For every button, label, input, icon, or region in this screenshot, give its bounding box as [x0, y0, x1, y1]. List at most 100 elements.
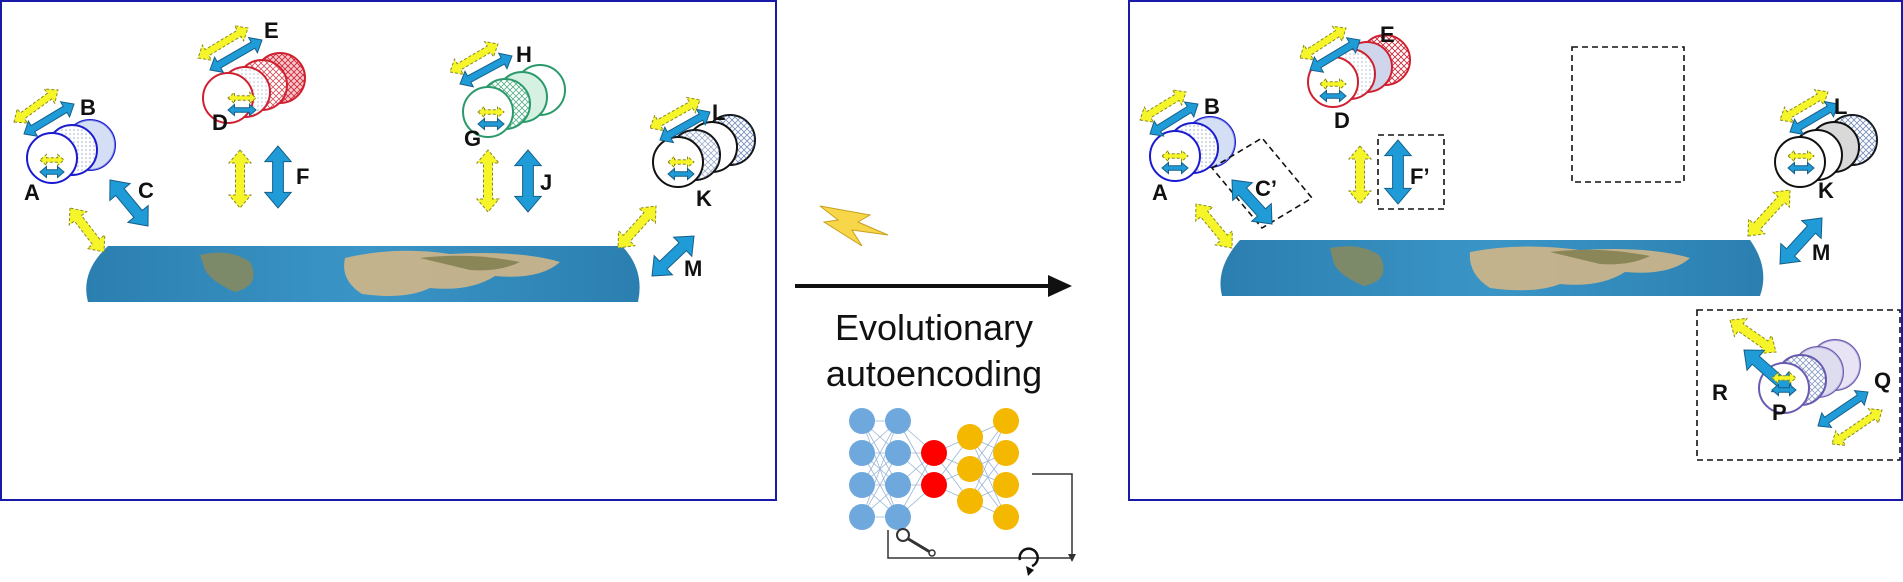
label-m: M: [684, 256, 702, 281]
network-node: [849, 504, 875, 530]
refresh-icon: [1018, 547, 1039, 576]
yellow-arrow-e: [1299, 25, 1347, 61]
yellow-arrow-f-prime: [1347, 145, 1373, 205]
blue-arrow-b: [23, 101, 75, 137]
yellow-arrow-earth-k: [617, 205, 657, 249]
blue-arrow-k-mini: [667, 167, 695, 181]
yellow-arrow-g-mini: [477, 105, 505, 119]
blue-arrow-k-mini: [1787, 161, 1815, 175]
blue-arrow-l: [1789, 100, 1839, 136]
autoencoder-network: [849, 408, 1019, 530]
label-g: G: [464, 126, 481, 151]
network-node: [885, 408, 911, 434]
yellow-arrow-earth-a: [68, 207, 106, 253]
yellow-arrow-h: [449, 40, 499, 76]
yellow-arrow-f: [227, 149, 253, 209]
network-node: [957, 456, 983, 482]
yellow-arrow-a-mini: [39, 153, 65, 167]
earth-strip-right: [1220, 240, 1764, 296]
label-j: J: [540, 170, 552, 195]
blue-arrow-h: [459, 52, 513, 88]
label-f: F: [296, 164, 309, 189]
yellow-arrow-j: [475, 149, 501, 213]
yellow-arrow-l: [1779, 88, 1829, 124]
wrench-icon: [896, 528, 936, 557]
blue-arrow-p-mini: [1771, 383, 1797, 397]
dashed-box-f-prime: [1377, 134, 1445, 210]
label-e-right: E: [1380, 22, 1395, 47]
right-arrows: [1139, 25, 1883, 447]
earth-strip-left: [86, 246, 640, 302]
label-k: K: [696, 186, 712, 211]
yellow-arrow-d-mini: [227, 91, 257, 105]
label-p: P: [1772, 400, 1787, 425]
label-r: R: [1712, 380, 1728, 405]
yellow-arrow-k-mini: [667, 155, 695, 169]
yellow-arrow-earth-k: [1747, 189, 1791, 237]
blue-arrow-d-mini: [227, 103, 257, 117]
network-node: [849, 472, 875, 498]
network-connection: [969, 420, 1007, 502]
label-c: C: [138, 178, 154, 203]
blue-arrow-g-mini: [477, 117, 505, 131]
yellow-arrow-l: [649, 96, 701, 132]
blue-arrow-b: [1149, 101, 1199, 137]
blue-arrow-c: [109, 179, 149, 227]
label-b-right: B: [1204, 94, 1220, 119]
network-node: [885, 440, 911, 466]
network-node: [993, 408, 1019, 434]
feedback-loop-line: [887, 473, 1073, 559]
label-a: A: [24, 180, 40, 205]
blue-arrow-j: [513, 149, 543, 213]
network-node: [993, 472, 1019, 498]
label-b: B: [80, 95, 96, 120]
yellow-arrow-p-mini: [1771, 371, 1797, 385]
instrument-stack-de: [202, 52, 306, 124]
network-node: [885, 472, 911, 498]
yellow-arrow-a-mini: [1161, 149, 1189, 163]
label-l: L: [712, 100, 725, 125]
dashed-box-c-prime: [1210, 136, 1314, 230]
network-node: [957, 488, 983, 514]
blue-arrow-f: [263, 145, 293, 209]
yellow-arrow-e: [197, 25, 249, 61]
label-f-prime: F’: [1410, 164, 1430, 189]
blue-arrow-e: [1309, 37, 1361, 73]
network-node: [993, 440, 1019, 466]
blue-arrow-m: [651, 235, 695, 277]
yellow-arrow-d-mini: [1319, 77, 1347, 91]
transition-section: Evolutionary autoencoding: [795, 205, 1076, 576]
network-node: [849, 440, 875, 466]
yellow-arrow-b: [13, 88, 59, 124]
dashed-box-new-instrument: [1696, 309, 1901, 461]
blue-arrow-c-prime: [1231, 179, 1273, 225]
blue-arrow-q: [1817, 389, 1869, 429]
blue-arrow-l: [659, 108, 711, 144]
caption-line-2: autoencoding: [826, 353, 1042, 394]
yellow-arrow-k-mini: [1787, 149, 1815, 163]
yellow-arrow-earth-a: [1195, 203, 1233, 249]
label-d-right: D: [1334, 108, 1350, 133]
left-arrows: [13, 25, 711, 277]
yellow-arrow-q: [1831, 407, 1883, 447]
blue-arrow-e: [209, 36, 263, 74]
left-panel: B A C E D F H G J L K M: [0, 0, 777, 501]
blue-arrow-a-mini: [1161, 161, 1189, 175]
label-k-right: K: [1818, 178, 1834, 203]
label-d: D: [212, 110, 228, 135]
label-h: H: [516, 42, 532, 67]
network-node: [921, 472, 947, 498]
network-connection: [861, 420, 899, 518]
blue-arrow-f-prime: [1383, 139, 1413, 205]
dashed-boxes: [1210, 46, 1901, 461]
label-e: E: [264, 18, 279, 43]
yellow-arrow-r-top: [1729, 317, 1777, 355]
transition-arrow-head: [1048, 275, 1072, 297]
network-node: [993, 504, 1019, 530]
feedback-arrowhead: [1068, 554, 1076, 562]
label-l-right: L: [1834, 94, 1847, 119]
lightning-icon: [819, 205, 889, 247]
network-node: [921, 440, 947, 466]
network-node: [849, 408, 875, 434]
